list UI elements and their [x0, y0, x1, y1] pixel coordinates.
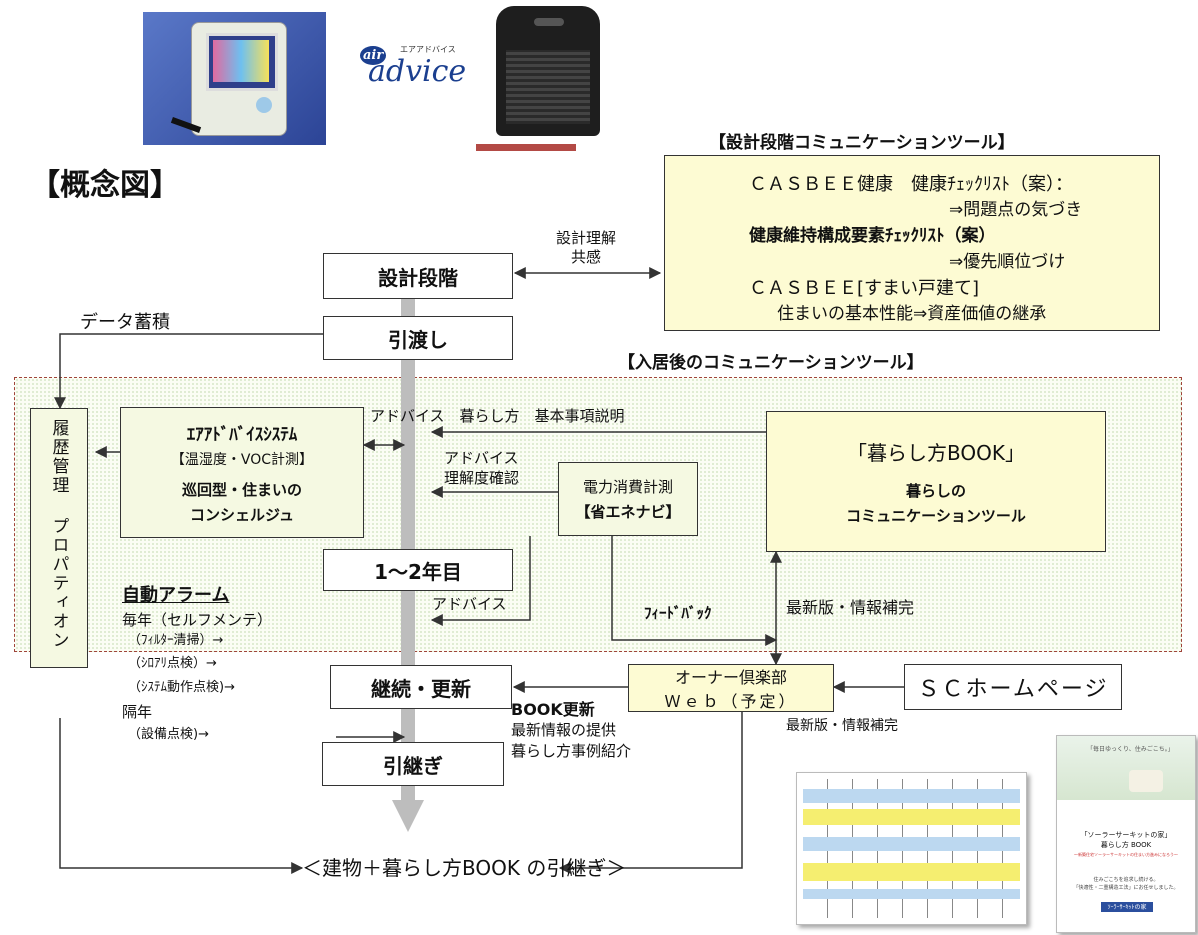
alarm-item-3: （ｼﾛｱﾘ点検）→: [128, 656, 217, 671]
alarm-item-6: （設備点検)→: [128, 727, 209, 742]
owner-club-line1: オーナー倶楽部: [674, 668, 787, 687]
booklet-body-2: 「快適性・二重構造工法」にお任せしました。: [1073, 885, 1179, 891]
owner-club-box: オーナー倶楽部 Ｗｅｂ（予定）: [628, 664, 834, 712]
advice-mid-label-1: アドバイス: [444, 449, 519, 467]
design-tools-line5: ＣＡＳＢＥＥ[すまい戸建て]: [749, 278, 980, 299]
feedback-label: ﾌｨｰﾄﾞﾊﾞｯｸ: [644, 604, 712, 622]
owner-club-line2: Ｗｅｂ（予定）: [664, 692, 798, 711]
latest-info-label: 最新版・情報補完: [786, 598, 915, 617]
air-system-title: ｴｱｱﾄﾞﾊﾞｲｽｼｽﾃﾑ: [186, 425, 298, 445]
stage-year12: 1～2年目: [323, 549, 513, 591]
history-provider-label: 履歴管理 プロパティオン: [48, 419, 69, 650]
design-link-label-1: 設計理解: [556, 229, 617, 247]
design-tools-heading: 【設計段階コミュニケーションツール】: [709, 133, 1015, 153]
booklet-photo: 「毎日ゆっくり、住みごこち。」: [1057, 736, 1195, 800]
after-move-heading: 【入居後のコミュニケーションツール】: [618, 353, 924, 373]
timeline-axis-head: [392, 800, 424, 832]
auto-alarm-title: 自動アラーム: [122, 585, 230, 606]
bottom-caption: ＜建物＋暮らし方BOOK の引継ぎ＞: [302, 856, 627, 880]
booklet-body-1: 住みごこちを追求し続ける。: [1093, 877, 1159, 883]
advice-low-label: アドバイス: [432, 595, 507, 613]
advice-mid-label-2: 理解度確認: [444, 469, 520, 487]
sc-homepage-box: ＳＣホームページ: [904, 664, 1122, 710]
air-advice-system-box: ｴｱｱﾄﾞﾊﾞｲｽｼｽﾃﾑ 【温湿度・VOC計測】 巡回型・住まいの コンシェル…: [120, 407, 364, 538]
booklet-sub: ～新築住宅ソーラーサーキットの住まい方進みになろう～: [1074, 852, 1178, 857]
power-line1: 電力消費計測: [582, 478, 673, 496]
alarm-item-4: （ｼｽﾃﾑ動作点検)→: [128, 680, 235, 695]
power-measure-box: 電力消費計測 【省エネナビ】: [558, 462, 698, 536]
air-system-subtitle: 【温湿度・VOC計測】: [170, 452, 314, 468]
stage-continue: 継続・更新: [330, 665, 512, 709]
power-line2: 【省エネナビ】: [575, 503, 681, 521]
concept-title: 【概念図】: [30, 168, 180, 203]
air-system-line2: コンシェルジュ: [190, 506, 294, 524]
advice-top-label: アドバイス 暮らし方 基本事項説明: [370, 407, 625, 425]
book-update-line2: 暮らし方事例紹介: [511, 742, 632, 760]
book-update-title: BOOK更新: [511, 700, 595, 719]
checklist-document-thumbnail: [796, 772, 1027, 925]
timeline-axis: [401, 290, 415, 800]
logo-air: air: [360, 46, 387, 65]
booklet-brand: ｿｰﾗｰｻｰｷｯﾄの家: [1101, 902, 1153, 912]
design-tools-line6: 住まいの基本性能⇒資産価値の継承: [777, 304, 1047, 324]
logo-advice: advice: [368, 54, 467, 89]
booklet-title-1: 「ソーラーサーキットの家」: [1080, 831, 1172, 839]
latest-info-label-2: 最新版・情報補完: [786, 718, 898, 734]
design-tools-line3: 健康維持構成要素ﾁｪｯｸﾘｽﾄ（案）: [749, 226, 996, 246]
air-purifier-photo: [476, 4, 611, 151]
meter-device-photo: [143, 12, 326, 145]
history-provider-box: 履歴管理 プロパティオン: [30, 408, 88, 668]
stage-handover: 引渡し: [323, 316, 513, 360]
booklet-title-2: 暮らし方 BOOK: [1100, 841, 1152, 849]
air-advice-logo: air エアアドバイス advice: [356, 44, 476, 94]
book-title: 「暮らし方BOOK」: [847, 441, 1025, 465]
design-tools-line2: ⇒問題点の気づき: [949, 200, 1083, 220]
booklet-cover-thumbnail: 「毎日ゆっくり、住みごこち。」 「ソーラーサーキットの家」 暮らし方 BOOK …: [1056, 735, 1196, 933]
kurashikata-book-box: 「暮らし方BOOK」 暮らしの コミュニケーションツール: [766, 411, 1106, 552]
stage-inherit: 引継ぎ: [322, 742, 504, 786]
sc-homepage-label: ＳＣホームページ: [917, 677, 1109, 702]
book-line2: コミュニケーションツール: [846, 507, 1026, 525]
alarm-item-2: （ﾌｨﾙﾀｰ清掃）→: [128, 633, 224, 648]
design-tools-line4: ⇒優先順位づけ: [949, 252, 1066, 272]
booklet-tagline: 「毎日ゆっくり、住みごこち。」: [1087, 746, 1174, 753]
design-link-label-2: 共感: [571, 248, 602, 266]
data-accumulation-label: データ蓄積: [80, 312, 170, 333]
book-update-line1: 最新情報の提供: [511, 721, 617, 739]
air-system-line1: 巡回型・住まいの: [181, 481, 302, 499]
book-line1: 暮らしの: [905, 482, 966, 500]
design-tools-line1: ＣＡＳＢＥＥ健康 健康ﾁｪｯｸﾘｽﾄ（案）：: [749, 174, 1073, 195]
alarm-item-1: 毎年（セルフメンテ）: [122, 611, 273, 629]
logo-katakana: エアアドバイス: [400, 45, 456, 54]
design-tools-box: ＣＡＳＢＥＥ健康 健康ﾁｪｯｸﾘｽﾄ（案）： ⇒問題点の気づき 健康維持構成要素…: [664, 155, 1160, 331]
alarm-item-5: 隔年: [122, 703, 153, 721]
stage-design: 設計段階: [323, 253, 513, 299]
